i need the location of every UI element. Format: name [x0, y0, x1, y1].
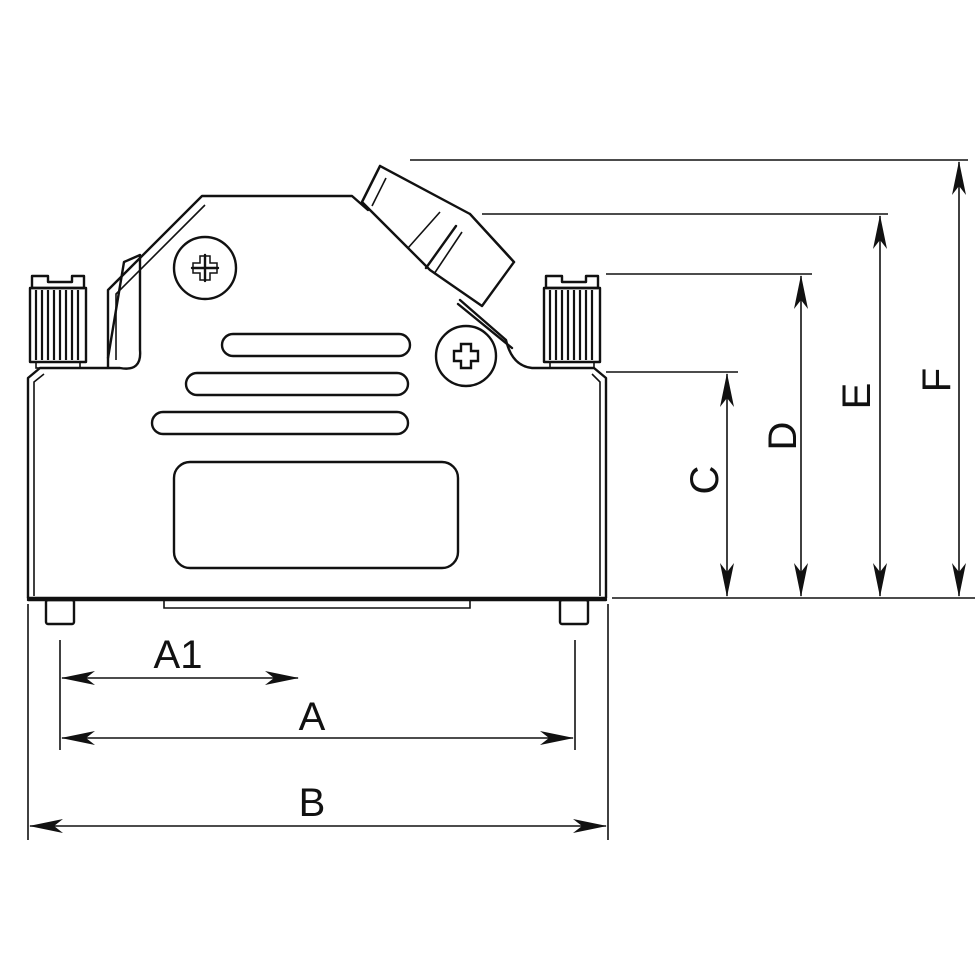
dimension-label-b: B	[299, 781, 326, 825]
dimension-label-e: E	[835, 383, 879, 410]
dimension-label-c: C	[683, 466, 727, 495]
dimension-a: A	[61, 695, 574, 745]
jack-screw-right	[542, 274, 602, 369]
dimension-d: D	[761, 275, 808, 597]
jack-screw-left	[28, 274, 88, 369]
dimension-label-d: D	[761, 422, 805, 451]
dimension-f: F	[915, 161, 966, 597]
dimension-e: E	[835, 215, 887, 597]
hood-body	[26, 164, 608, 626]
dimension-label-f: F	[915, 368, 959, 392]
screw-head-icon	[172, 235, 238, 301]
dimension-a1: A1	[61, 633, 299, 685]
dimension-label-a1: A1	[154, 633, 203, 677]
screw-head-icon	[434, 324, 498, 388]
dimension-label-a: A	[299, 695, 326, 739]
dimension-c: C	[683, 373, 734, 597]
extension-lines	[27, 159, 975, 840]
dimension-b: B	[29, 781, 607, 833]
